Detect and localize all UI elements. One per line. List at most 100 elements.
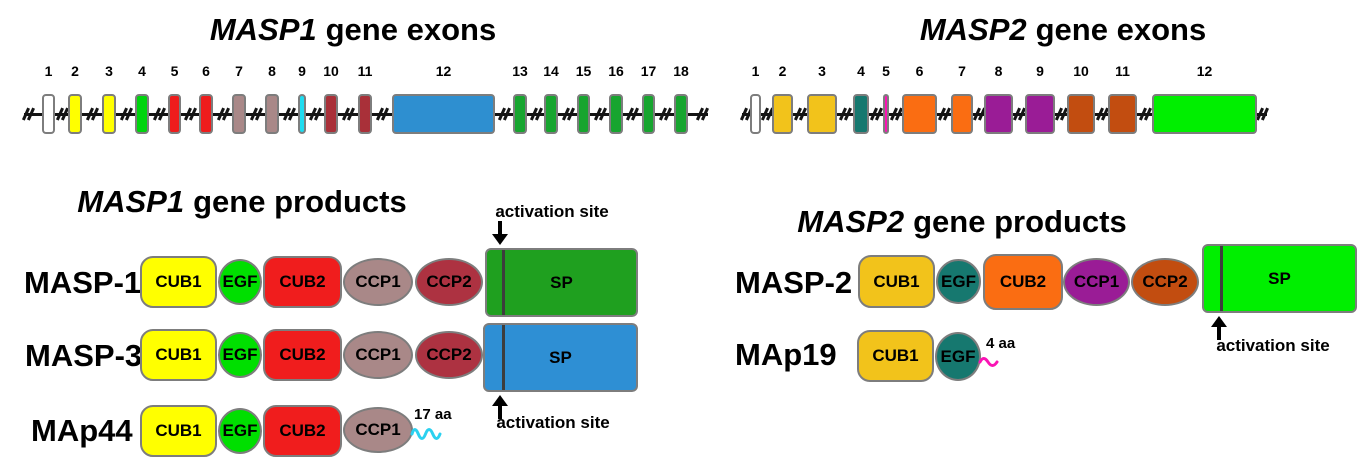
intron-break-icon — [658, 107, 672, 122]
masp1-exons-exon-2 — [68, 94, 82, 134]
title-text: gene exons — [325, 12, 497, 47]
masp-2-domain-sp: SP — [1202, 244, 1357, 313]
masp2-exons-exon-7 — [951, 94, 973, 134]
masp2-exons-exon-11-number: 11 — [1115, 63, 1130, 79]
masp-1-domain-sp: SP — [485, 248, 638, 317]
masp2-exons-exon-4 — [853, 94, 869, 134]
masp1-exons-exon-9 — [298, 94, 306, 134]
masp-1-row-label: MASP-1 — [24, 265, 142, 300]
map44-row-label: MAp44 — [31, 413, 133, 448]
activation-arrow-down-icon — [492, 221, 508, 245]
masp-1-domain-ccp1: CCP1 — [343, 258, 413, 306]
masp1-exons-exon-1 — [42, 94, 55, 134]
masp1-exons-exon-12-number: 12 — [435, 63, 452, 79]
masp1-exons-exon-3 — [102, 94, 116, 134]
masp2-exons-exon-9 — [1025, 94, 1055, 134]
intron-break-icon — [282, 107, 296, 122]
domain-label: CCP2 — [1142, 272, 1188, 291]
intron-break-icon — [85, 107, 99, 122]
domain-label: CUB2 — [999, 272, 1047, 291]
map44-domain-cub2: CUB2 — [263, 405, 342, 457]
map44-tail-squiggle-icon — [410, 424, 442, 440]
masp2-exons-exon-11 — [1108, 94, 1137, 134]
arrow-stem — [1217, 327, 1221, 340]
masp1-exons-exon-17-number: 17 — [640, 63, 657, 79]
masp-1-domain-ccp2: CCP2 — [415, 258, 483, 306]
masp2-exons-exon-1 — [750, 94, 761, 134]
activation-site-line — [502, 325, 505, 390]
masp-3-row-label: MASP-3 — [25, 338, 143, 373]
masp1-exons-exon-8 — [265, 94, 279, 134]
intron-break-icon — [869, 107, 883, 122]
domain-label: CCP1 — [1073, 272, 1120, 291]
masp-3-domain-ccp1: CCP1 — [343, 331, 413, 379]
masp2-exons-exon-7-number: 7 — [958, 63, 966, 79]
intron-break-icon — [1138, 107, 1152, 122]
intron-break-icon — [497, 107, 511, 122]
intron-break-icon — [183, 107, 197, 122]
masp-2-domain-cub2: CUB2 — [983, 254, 1063, 310]
masp1-exons-exon-7 — [232, 94, 246, 134]
intron-break-icon — [216, 107, 230, 122]
map19-domain-cub1: CUB1 — [857, 330, 934, 382]
masp1-exons-exon-6 — [199, 94, 213, 134]
masp2-exons-exon-3 — [807, 94, 837, 134]
arrow-head — [492, 234, 508, 245]
masp2-exons-exon-12 — [1152, 94, 1257, 134]
intron-break-icon — [529, 107, 543, 122]
arrow-stem — [498, 221, 502, 234]
domain-label: CCP1 — [355, 272, 401, 291]
squiggle-path — [978, 357, 999, 367]
gene-symbol: MASP1 — [209, 12, 317, 47]
arrow-head — [492, 395, 508, 406]
domain-label: SP — [1268, 268, 1291, 288]
intron-break-icon — [937, 107, 951, 122]
domain-label: EGF — [222, 421, 258, 440]
activation-arrow-up-icon — [492, 395, 508, 419]
arrow-stem — [498, 406, 502, 419]
intron-break-icon — [793, 107, 807, 122]
masp1-exons-exon-11 — [358, 94, 372, 134]
domain-label: CUB1 — [155, 421, 202, 440]
masp2-exons-exon-10 — [1067, 94, 1095, 134]
domain-label: CUB2 — [279, 272, 326, 291]
domain-label: CCP2 — [426, 345, 472, 364]
activation-site-label: activation site — [495, 202, 609, 221]
intron-break-icon — [341, 107, 355, 122]
masp2-exons-exon-5-number: 5 — [882, 63, 890, 79]
title-text: gene products — [913, 204, 1127, 239]
intron-break-icon — [1255, 107, 1269, 122]
map19-domain-egf: EGF — [935, 332, 981, 381]
arrow-head — [1211, 316, 1227, 327]
domain-label: EGF — [941, 271, 976, 291]
masp-3-domain-sp: SP — [483, 323, 638, 392]
masp1-exons-exon-5 — [168, 94, 181, 134]
activation-site-label: activation site — [1216, 336, 1330, 355]
masp2-exons-exon-10-number: 10 — [1073, 63, 1089, 79]
masp2-exons-exon-6 — [902, 94, 937, 134]
domain-label: CCP1 — [355, 345, 401, 364]
masp2-exons-exon-6-number: 6 — [915, 63, 924, 79]
gene-symbol: MASP2 — [919, 12, 1027, 47]
masp1-exons-exon-18 — [674, 94, 688, 134]
domain-label: SP — [550, 272, 573, 292]
masp1-exons-exon-12 — [392, 94, 495, 134]
squiggle-path — [410, 428, 442, 440]
masp1-exons-exon-17 — [642, 94, 655, 134]
domain-label: SP — [549, 347, 572, 367]
map44-domain-cub1: CUB1 — [140, 405, 217, 457]
masp2-exons-exon-2 — [772, 94, 793, 134]
masp-2-domain-ccp1: CCP1 — [1063, 258, 1130, 306]
masp2-exons-exon-8-number: 8 — [994, 63, 1003, 79]
masp1-exons-exon-15 — [577, 94, 590, 134]
masp1-exons-exon-14-number: 14 — [543, 63, 559, 79]
intron-break-icon — [695, 107, 709, 122]
masp1-exons-exon-18-number: 18 — [673, 63, 689, 79]
activation-site-label: activation site — [496, 413, 610, 432]
intron-break-icon — [21, 107, 35, 122]
masp2-exons-exon-4-number: 4 — [857, 63, 865, 79]
intron-break-icon — [625, 107, 639, 122]
